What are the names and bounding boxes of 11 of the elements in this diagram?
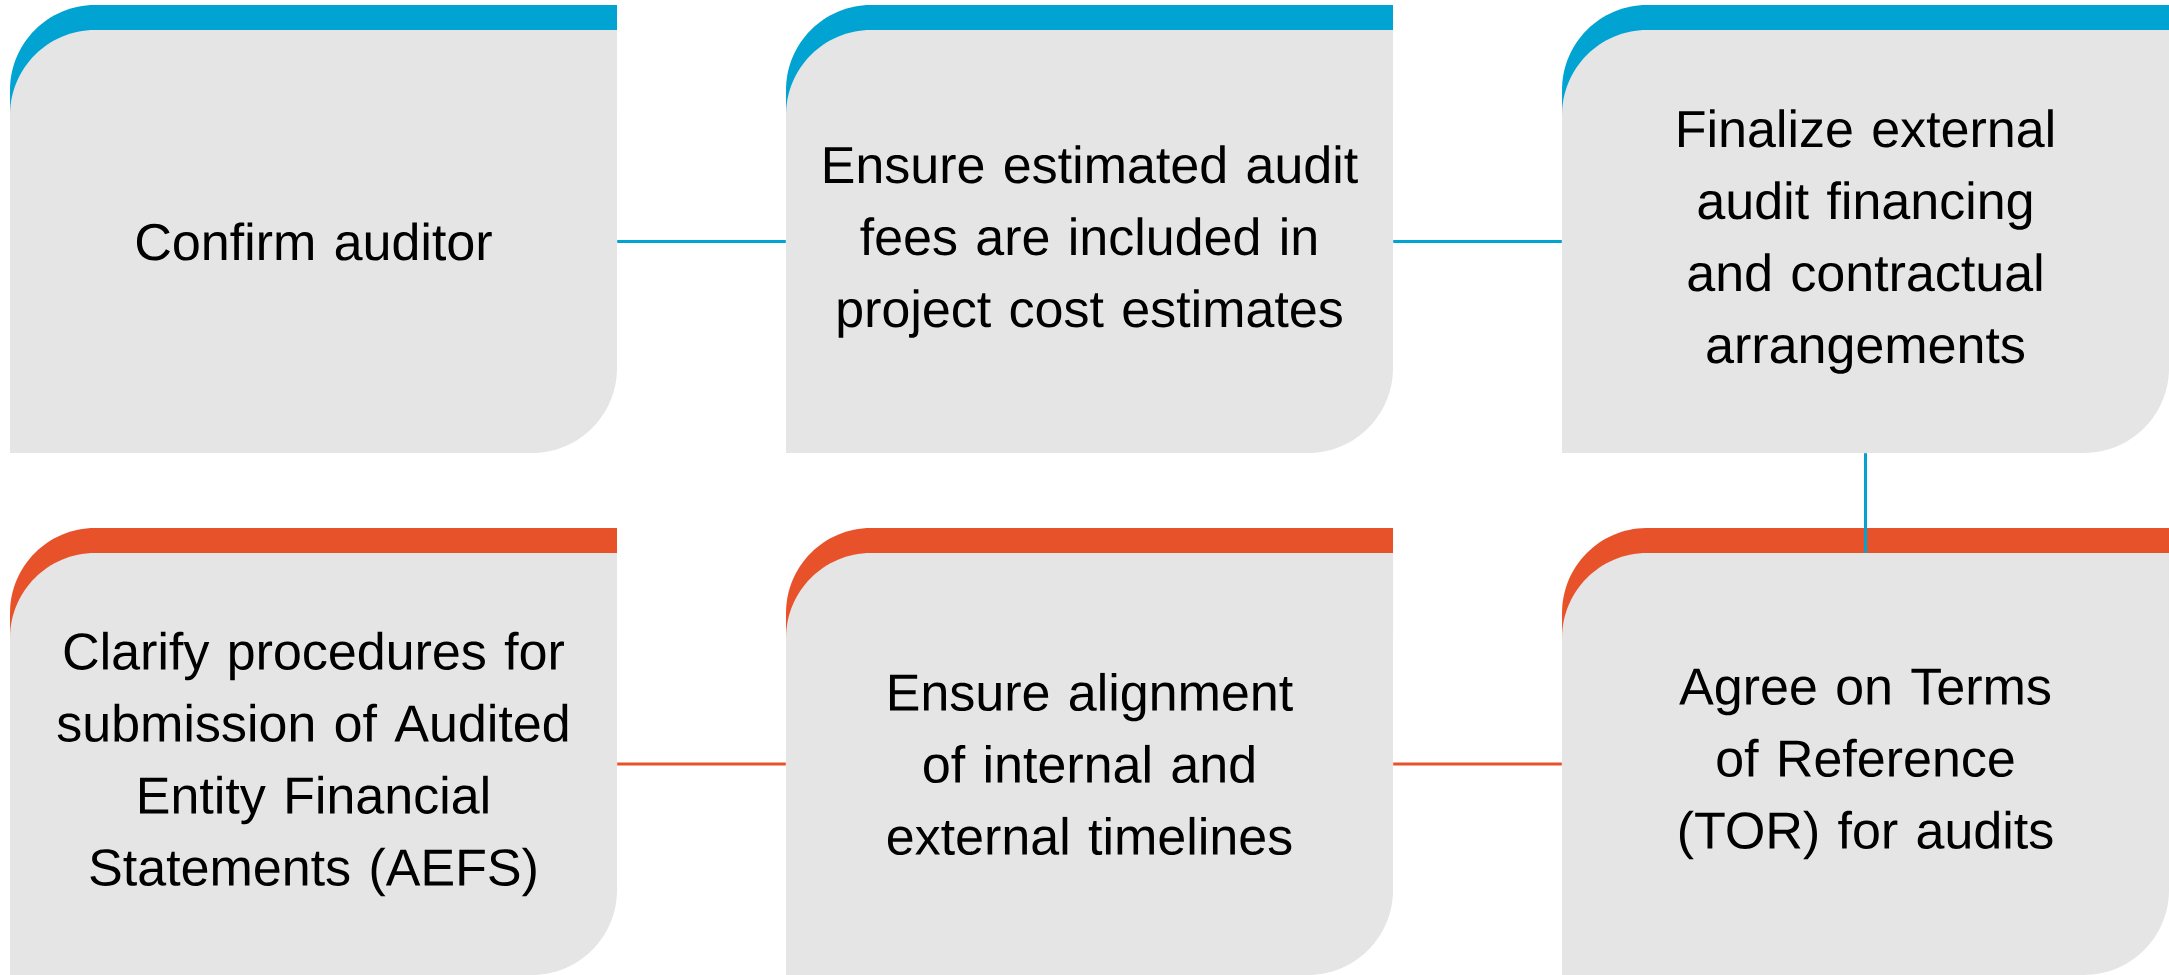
process-box: Ensure alignment of internal and external timelines bbox=[786, 528, 1393, 975]
connector-line bbox=[1864, 453, 1867, 553]
process-box: Clarify procedures for submission of Audited Entity Financial Statements (AEFS) bbox=[10, 528, 617, 975]
connector-line bbox=[617, 240, 786, 243]
connector-line bbox=[1393, 240, 1562, 243]
process-box: Confirm auditor bbox=[10, 5, 617, 453]
process-box: Finalize external audit financing and contractual arrangements bbox=[1562, 5, 2169, 453]
connector-line bbox=[617, 762, 786, 766]
process-box: Ensure estimated audit fees are included in project cost estimates bbox=[786, 5, 1393, 453]
process-box: Agree on Terms of Reference (TOR) for audits bbox=[1562, 528, 2169, 975]
connector-line bbox=[1393, 762, 1562, 766]
